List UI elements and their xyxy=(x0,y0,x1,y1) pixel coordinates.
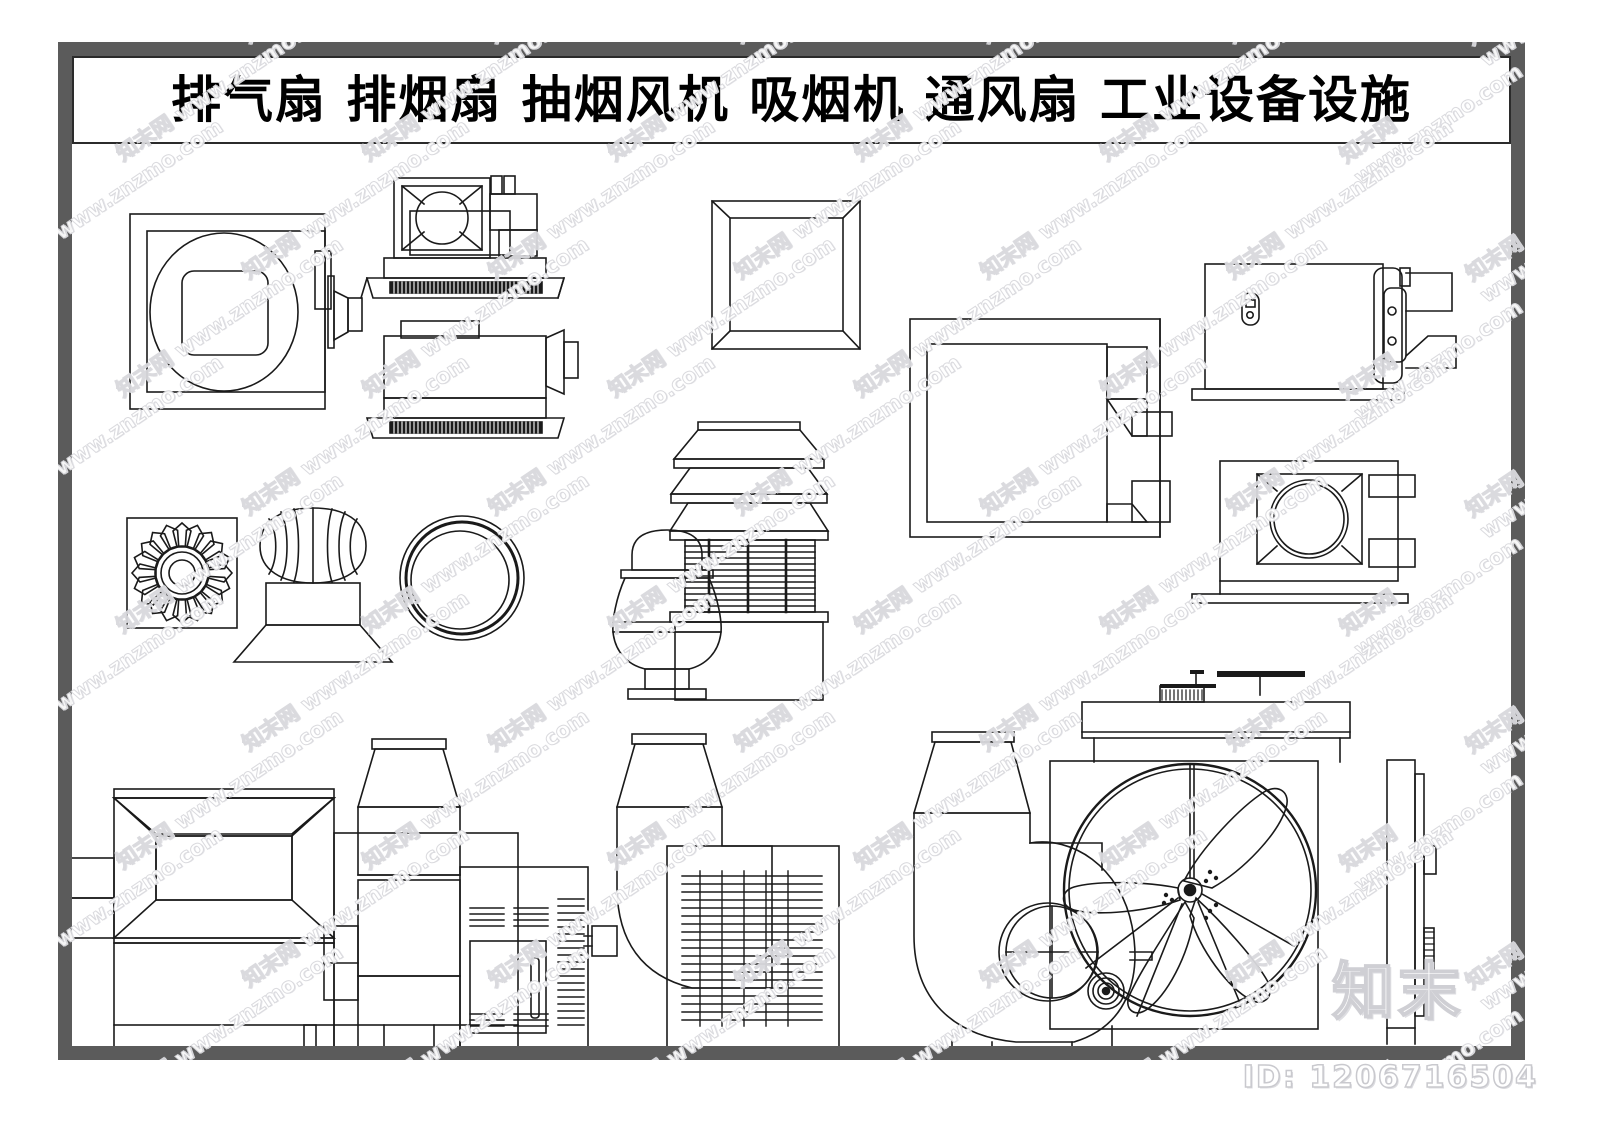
drawing-ceiling-exhaust-fan-side xyxy=(365,320,579,439)
drawing-centrifugal-blower-b xyxy=(583,733,840,1046)
sheet-frame xyxy=(58,42,1525,1060)
sheet-title-bar: 排气扇 排烟扇 抽烟风机 吸烟机 通风扇 工业设备设施 xyxy=(72,56,1511,144)
page-title: 排气扇 排烟扇 抽烟风机 吸烟机 通风扇 工业设备设施 xyxy=(170,71,1413,129)
drawing-canvas xyxy=(72,146,1511,1046)
drawing-ceiling-mount-rail xyxy=(1081,670,1351,763)
drawing-roof-chimney-vent xyxy=(668,421,830,701)
drawing-turbine-vent-side xyxy=(232,507,394,663)
drawing-wall-fan-panel xyxy=(1191,460,1416,604)
drawing-square-vent-frame xyxy=(710,199,862,351)
drawing-centrifugal-blower-a xyxy=(323,738,589,1046)
drawing-ceiling-exhaust-fan-front xyxy=(360,175,566,299)
drawing-mushroom-vent xyxy=(612,529,722,700)
fan-blades xyxy=(1062,787,1288,1014)
drawing-round-vent-cap xyxy=(399,515,525,641)
drawing-fan-side-profile xyxy=(1386,759,1437,1045)
drawing-duct-hood-blower xyxy=(72,788,519,1046)
drawing-turbine-vent-top xyxy=(126,517,238,629)
asset-id-label: ID: 1206716504 xyxy=(1242,1059,1538,1096)
drawing-cabinet-fan-unit xyxy=(1191,263,1457,401)
drawing-industrial-wall-fan xyxy=(1049,760,1319,1030)
drawing-large-box-unit xyxy=(909,318,1173,538)
drawing-wall-exhaust-fan-front xyxy=(129,213,363,410)
drawing-centrifugal-blower-c xyxy=(912,731,1153,1046)
cad-linework xyxy=(72,175,1457,1046)
